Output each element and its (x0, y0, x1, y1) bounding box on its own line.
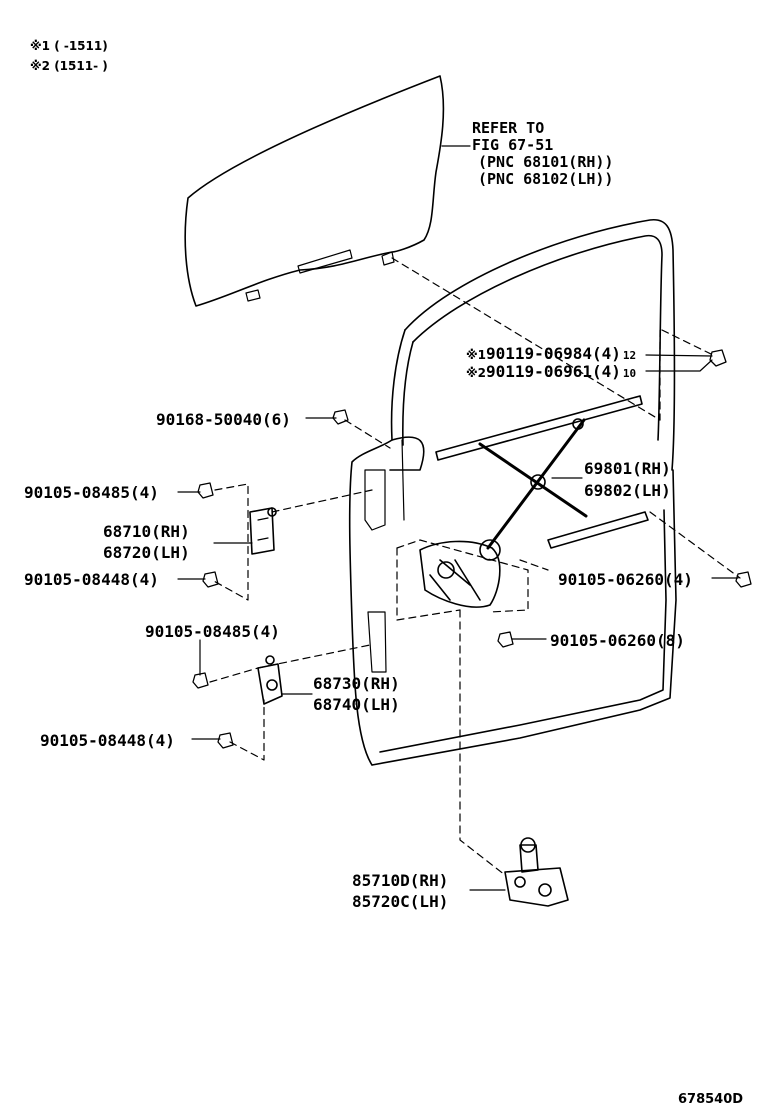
bolt-90119-06961-size: 10 (622, 367, 637, 380)
bolt-90105-08485-lower-label: 90105-08485(4) (145, 622, 280, 641)
bolt-90105-06260-right-label: 90105-06260(4) (558, 570, 693, 589)
upper-hinge-drawing (249, 507, 277, 555)
bolt-drawings (192, 349, 752, 749)
regulator-lh-label: 69802(LH) (584, 481, 671, 500)
bolt-90119-06961-label: ※290119-06961(4)10 (466, 362, 636, 382)
note-2: ※2 (1511- ) (30, 59, 108, 73)
bolt-90119-06984-size: 12 (622, 349, 637, 362)
lower-hinge-rh-label: 68730(RH) (313, 674, 400, 693)
note-1: ※1 ( -1511) (30, 39, 108, 53)
figure-id: 678540D (678, 1092, 744, 1107)
bolt-90119-06984-label: ※190119-06984(4)12 (466, 344, 636, 364)
reference-line-2: FIG 67-51 (472, 136, 554, 154)
dashed-assembly-lines (209, 257, 741, 876)
motor-lh-label: 85720C(LH) (352, 892, 449, 911)
bolt-90105-08448-lower-label: 90105-08448(4) (40, 731, 175, 750)
motor-drawing (504, 837, 569, 907)
bolt-90105-08448-upper-label: 90105-08448(4) (24, 570, 159, 589)
door-panel-drawing (348, 219, 677, 766)
bolt-90105-06260-motor-label: 90105-06260(8) (550, 631, 685, 650)
regulator-rh-label: 69801(RH) (584, 459, 671, 478)
upper-hinge-lh-label: 68720(LH) (103, 543, 190, 562)
bolt-90119-06984-number: 90119-06984(4) (486, 344, 621, 363)
reference-line-3: (PNC 68101(RH)) (478, 153, 614, 171)
bolt-90168-50040-label: 90168-50040(6) (156, 410, 291, 429)
lower-hinge-lh-label: 68740(LH) (313, 695, 400, 714)
lower-hinge-drawing (257, 655, 283, 705)
bolt-90119-06961-number: 90119-06961(4) (486, 362, 621, 381)
window-regulator-drawing (419, 395, 649, 608)
leader-lines (177, 145, 739, 891)
upper-hinge-rh-label: 68710(RH) (103, 522, 190, 541)
motor-rh-label: 85710D(RH) (352, 871, 449, 890)
bolt-90105-08485-upper-label: 90105-08485(4) (24, 483, 159, 502)
bolt-90119-06984-marker: ※1 (466, 348, 487, 362)
reference-line-4: (PNC 68102(LH)) (478, 170, 614, 188)
reference-line-1: REFER TO (472, 119, 545, 137)
bolt-90119-06961-marker: ※2 (466, 366, 487, 380)
door-glass-drawing (184, 75, 445, 307)
